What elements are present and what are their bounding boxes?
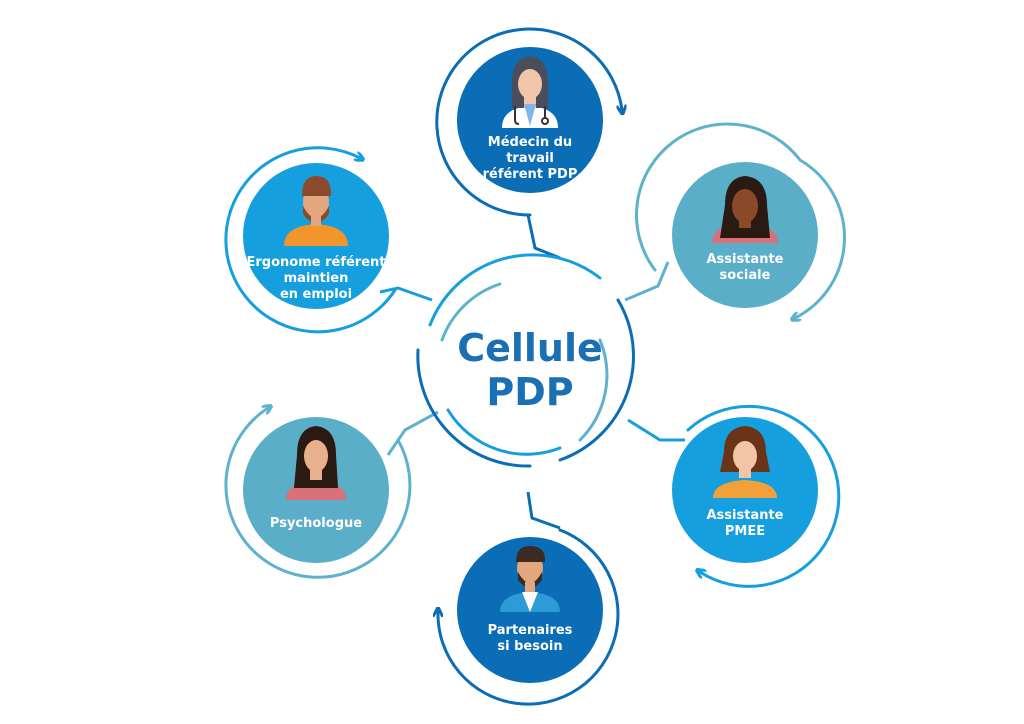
node-label-line: Psychologue: [269, 516, 363, 531]
loop-ergonome: [224, 146, 397, 334]
woman-icon: [713, 426, 777, 498]
connector-assistante-pmee: [627, 418, 685, 442]
doctor-icon: [502, 56, 558, 128]
connectors: [379, 214, 685, 530]
bearded-man-orange-icon: [284, 176, 348, 246]
node-loops: [224, 27, 846, 706]
bearded-man-icon: [500, 546, 560, 612]
node-label-line: Assistante: [706, 508, 784, 523]
node-label-line: si besoin: [497, 639, 563, 654]
loop-assistante-sociale: [635, 122, 846, 318]
node-assistante-pmee: Assistante PMEE: [670, 508, 820, 540]
node-ergonome: Ergonome référent maintien en emploi: [236, 255, 396, 303]
loop-partenaires: [438, 528, 620, 706]
connector-medecin: [526, 214, 561, 260]
node-partenaires: Partenaires si besoin: [455, 623, 605, 655]
node-label-line: Partenaires: [487, 623, 573, 638]
node-label-line: Ergonome référent: [246, 255, 386, 270]
center-arcs: [416, 253, 635, 468]
connector-assistante-sociale: [624, 261, 670, 302]
center-title-line2: PDP: [486, 370, 574, 414]
node-medecin: Médecin du travail référent PDP: [455, 135, 605, 183]
connector-ergonome: [379, 286, 433, 302]
node-label-line: travail: [506, 151, 554, 166]
node-label-line: maintien: [283, 271, 349, 286]
loop-medecin: [435, 27, 622, 217]
center-arc-outer-top: [428, 253, 602, 327]
center-arc-inner-right: [578, 338, 609, 442]
node-label-line: sociale: [719, 268, 771, 283]
woman-curly-hair-icon: [712, 176, 778, 243]
node-psychologue: Psychologue: [241, 516, 391, 532]
node-assistante-sociale: Assistante sociale: [670, 252, 820, 284]
center-title-line1: Cellule: [457, 326, 603, 370]
node-label-line: en emploi: [279, 287, 353, 302]
center-arc-outer-bottom: [416, 348, 532, 468]
connector-partenaires: [526, 491, 561, 530]
loop-assistante-pmee: [686, 404, 841, 588]
node-label-line: référent PDP: [482, 167, 578, 182]
connector-psychologue: [386, 410, 439, 456]
center-arc-outer-right: [558, 298, 635, 462]
center-arc-inner-left: [440, 282, 502, 342]
node-label-line: PMEE: [724, 524, 766, 539]
node-label-line: Médecin du: [487, 135, 573, 150]
woman-long-hair-icon: [286, 426, 346, 500]
loop-psychologue: [224, 408, 412, 579]
center-arc-inner-bottom: [446, 408, 562, 456]
node-label-line: Assistante: [706, 252, 784, 267]
